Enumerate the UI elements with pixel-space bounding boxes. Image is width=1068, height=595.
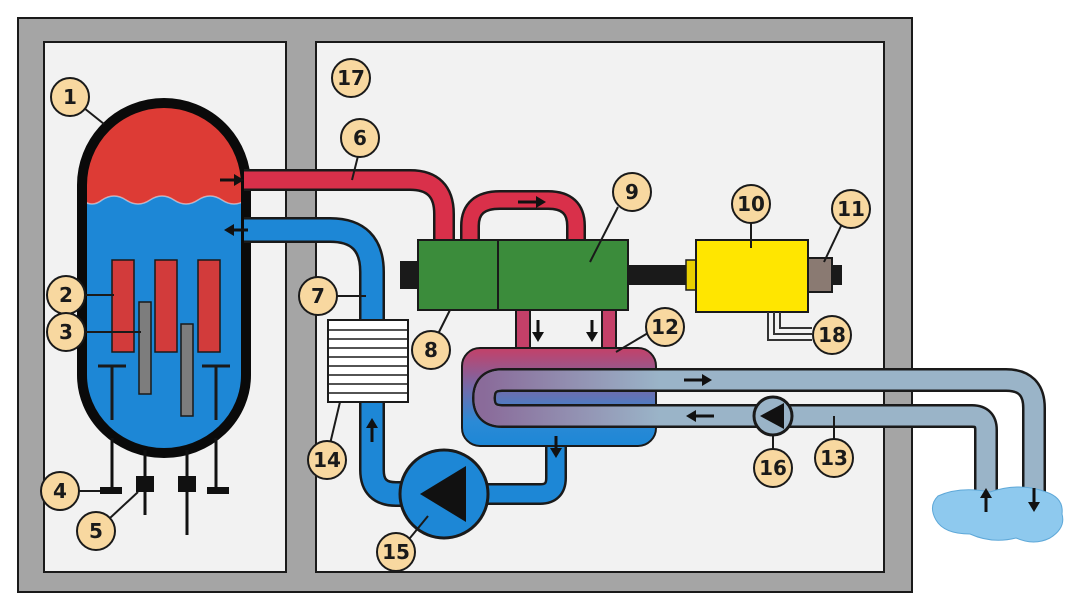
label-4-text: 4 bbox=[53, 479, 67, 503]
label-4: 4 bbox=[40, 471, 80, 511]
drive-block bbox=[178, 476, 196, 492]
label-12-text: 12 bbox=[651, 315, 679, 339]
low-pressure-turbine bbox=[497, 239, 629, 311]
label-14: 14 bbox=[307, 440, 347, 480]
exciter-shaft bbox=[832, 265, 842, 285]
cooling-pump-arrow bbox=[760, 403, 784, 429]
drive-block bbox=[100, 487, 122, 494]
power-output-lines bbox=[767, 312, 812, 341]
preheater bbox=[327, 319, 409, 403]
high-pressure-turbine bbox=[417, 239, 499, 311]
label-6: 6 bbox=[340, 118, 380, 158]
drive-block bbox=[136, 476, 154, 492]
label-5: 5 bbox=[76, 511, 116, 551]
core-support bbox=[98, 364, 230, 420]
label-9: 9 bbox=[612, 172, 652, 212]
river bbox=[932, 486, 1064, 543]
label-2: 2 bbox=[46, 275, 86, 315]
label-11-text: 11 bbox=[837, 197, 865, 221]
label-14-text: 14 bbox=[313, 448, 341, 472]
fuel-rod bbox=[154, 259, 178, 353]
label-10: 10 bbox=[731, 184, 771, 224]
label-1: 1 bbox=[50, 77, 90, 117]
cooling-pipe-in-condenser bbox=[474, 370, 660, 426]
feedwater-pump-arrow bbox=[420, 466, 466, 522]
exciter bbox=[807, 257, 833, 293]
label-7: 7 bbox=[298, 276, 338, 316]
label-16-text: 16 bbox=[759, 456, 787, 480]
leader-lines bbox=[78, 107, 843, 539]
label-18: 18 bbox=[812, 315, 852, 355]
label-17: 17 bbox=[331, 58, 371, 98]
label-3: 3 bbox=[46, 312, 86, 352]
label-17-text: 17 bbox=[337, 66, 365, 90]
label-1-text: 1 bbox=[63, 85, 77, 109]
label-8: 8 bbox=[411, 330, 451, 370]
feedwater-line-fill bbox=[244, 219, 420, 505]
turbine-shaft-left bbox=[400, 261, 420, 289]
reheat-steam-line-fill bbox=[462, 192, 584, 244]
label-13: 13 bbox=[814, 438, 854, 478]
label-6-text: 6 bbox=[353, 126, 367, 150]
condensate-line-fill bbox=[468, 436, 565, 503]
control-rod bbox=[138, 301, 152, 395]
drive-block bbox=[207, 487, 229, 494]
label-12: 12 bbox=[645, 307, 685, 347]
label-15-text: 15 bbox=[382, 540, 410, 564]
label-9-text: 9 bbox=[625, 180, 639, 204]
label-5-text: 5 bbox=[89, 519, 103, 543]
steam-line-fill bbox=[244, 171, 453, 244]
label-10-text: 10 bbox=[737, 192, 765, 216]
label-3-text: 3 bbox=[59, 320, 73, 344]
generator bbox=[695, 239, 809, 313]
label-2-text: 2 bbox=[59, 283, 73, 307]
label-8-text: 8 bbox=[424, 338, 438, 362]
label-15: 15 bbox=[376, 532, 416, 572]
turbine-shaft bbox=[628, 265, 698, 285]
control-rod bbox=[180, 323, 194, 417]
flow-arrows bbox=[220, 174, 1040, 512]
label-7-text: 7 bbox=[311, 284, 325, 308]
label-18-text: 18 bbox=[818, 323, 846, 347]
label-11: 11 bbox=[831, 189, 871, 229]
label-13-text: 13 bbox=[820, 446, 848, 470]
fuel-rod bbox=[111, 259, 135, 353]
fuel-rod bbox=[197, 259, 221, 353]
label-16: 16 bbox=[753, 448, 793, 488]
